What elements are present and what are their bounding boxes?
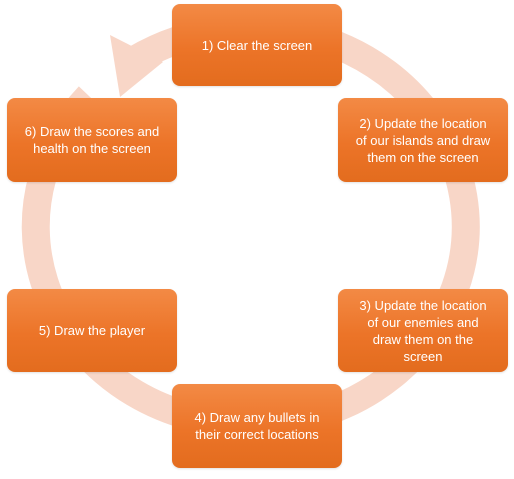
step-2-label: 2) Update the location of our islands an… [355, 115, 491, 165]
step-2-box: 2) Update the location of our islands an… [338, 98, 508, 182]
step-4-label: 4) Draw any bullets in their correct loc… [194, 410, 320, 442]
step-1-box: 1) Clear the screen [172, 4, 342, 86]
step-6-box: 6) Draw the scores and health on the scr… [7, 98, 177, 182]
step-3-label: 3) Update the location of our enemies an… [359, 297, 487, 364]
step-1-label: 1) Clear the screen [201, 37, 313, 53]
step-6-label: 6) Draw the scores and health on the scr… [24, 124, 160, 156]
step-5-box: 5) Draw the player [7, 289, 177, 372]
step-5-label: 5) Draw the player [38, 323, 146, 338]
cycle-arrowhead [110, 35, 163, 97]
step-4-box: 4) Draw any bullets in their correct loc… [172, 384, 342, 468]
step-3-box: 3) Update the location of our enemies an… [338, 289, 508, 372]
